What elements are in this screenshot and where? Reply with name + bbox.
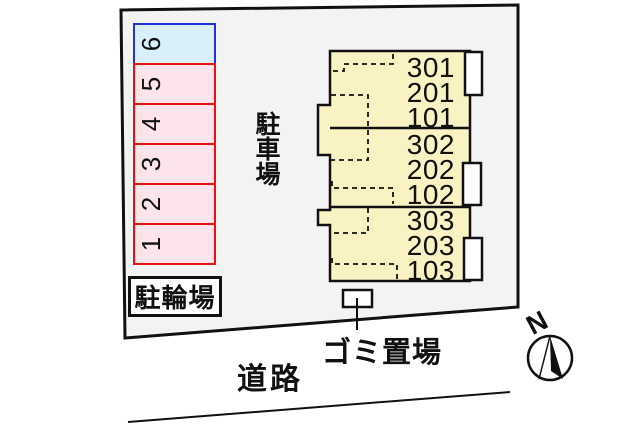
balcony-dashed-line bbox=[331, 54, 394, 72]
room-label-301: 301 bbox=[406, 52, 455, 83]
room-label-101: 101 bbox=[406, 102, 455, 133]
room-label-201: 201 bbox=[406, 77, 455, 108]
compass-needle-edge bbox=[538, 335, 551, 380]
room-label-303: 303 bbox=[406, 205, 455, 236]
stairwell-rect bbox=[462, 236, 484, 282]
compass-needle bbox=[550, 336, 563, 379]
parking-spot-2: 2 bbox=[133, 183, 216, 225]
room-label-203: 203 bbox=[406, 230, 455, 261]
room-label-103: 103 bbox=[406, 255, 455, 286]
parking-spot-4: 4 bbox=[133, 103, 216, 145]
parking-spot-number: 5 bbox=[136, 76, 167, 92]
stairwell-rect bbox=[463, 50, 484, 97]
balcony-dashed-line bbox=[331, 208, 369, 234]
parking-spot-1: 1 bbox=[133, 223, 216, 265]
road-label: 道路 bbox=[237, 363, 303, 396]
parking-spot-number: 4 bbox=[136, 116, 167, 132]
road-line bbox=[127, 391, 511, 423]
room-label-202: 202 bbox=[406, 154, 455, 185]
room-label-102: 102 bbox=[406, 179, 455, 210]
stairwell-rect bbox=[461, 161, 483, 207]
garbage-area-label: ゴミ置場 bbox=[322, 337, 443, 369]
balcony-dashed-line bbox=[331, 94, 369, 161]
parking-spot-6: 6 bbox=[133, 23, 216, 65]
parking-spot-number: 2 bbox=[136, 196, 167, 212]
compass-circle bbox=[526, 334, 574, 382]
parking-lot-label: 駐車場 bbox=[252, 111, 280, 186]
parking-spot-number: 6 bbox=[136, 36, 167, 52]
balcony-dashed-line bbox=[331, 181, 394, 204]
balcony-dashed-line bbox=[331, 258, 398, 280]
room-label-302: 302 bbox=[406, 129, 455, 160]
parking-spot-3: 3 bbox=[133, 143, 216, 185]
parking-spot-number: 3 bbox=[136, 156, 167, 172]
parking-spot-5: 5 bbox=[133, 63, 216, 105]
bicycle-parking-box: 駐輪場 bbox=[128, 276, 222, 317]
parking-spot-number: 1 bbox=[136, 236, 167, 252]
